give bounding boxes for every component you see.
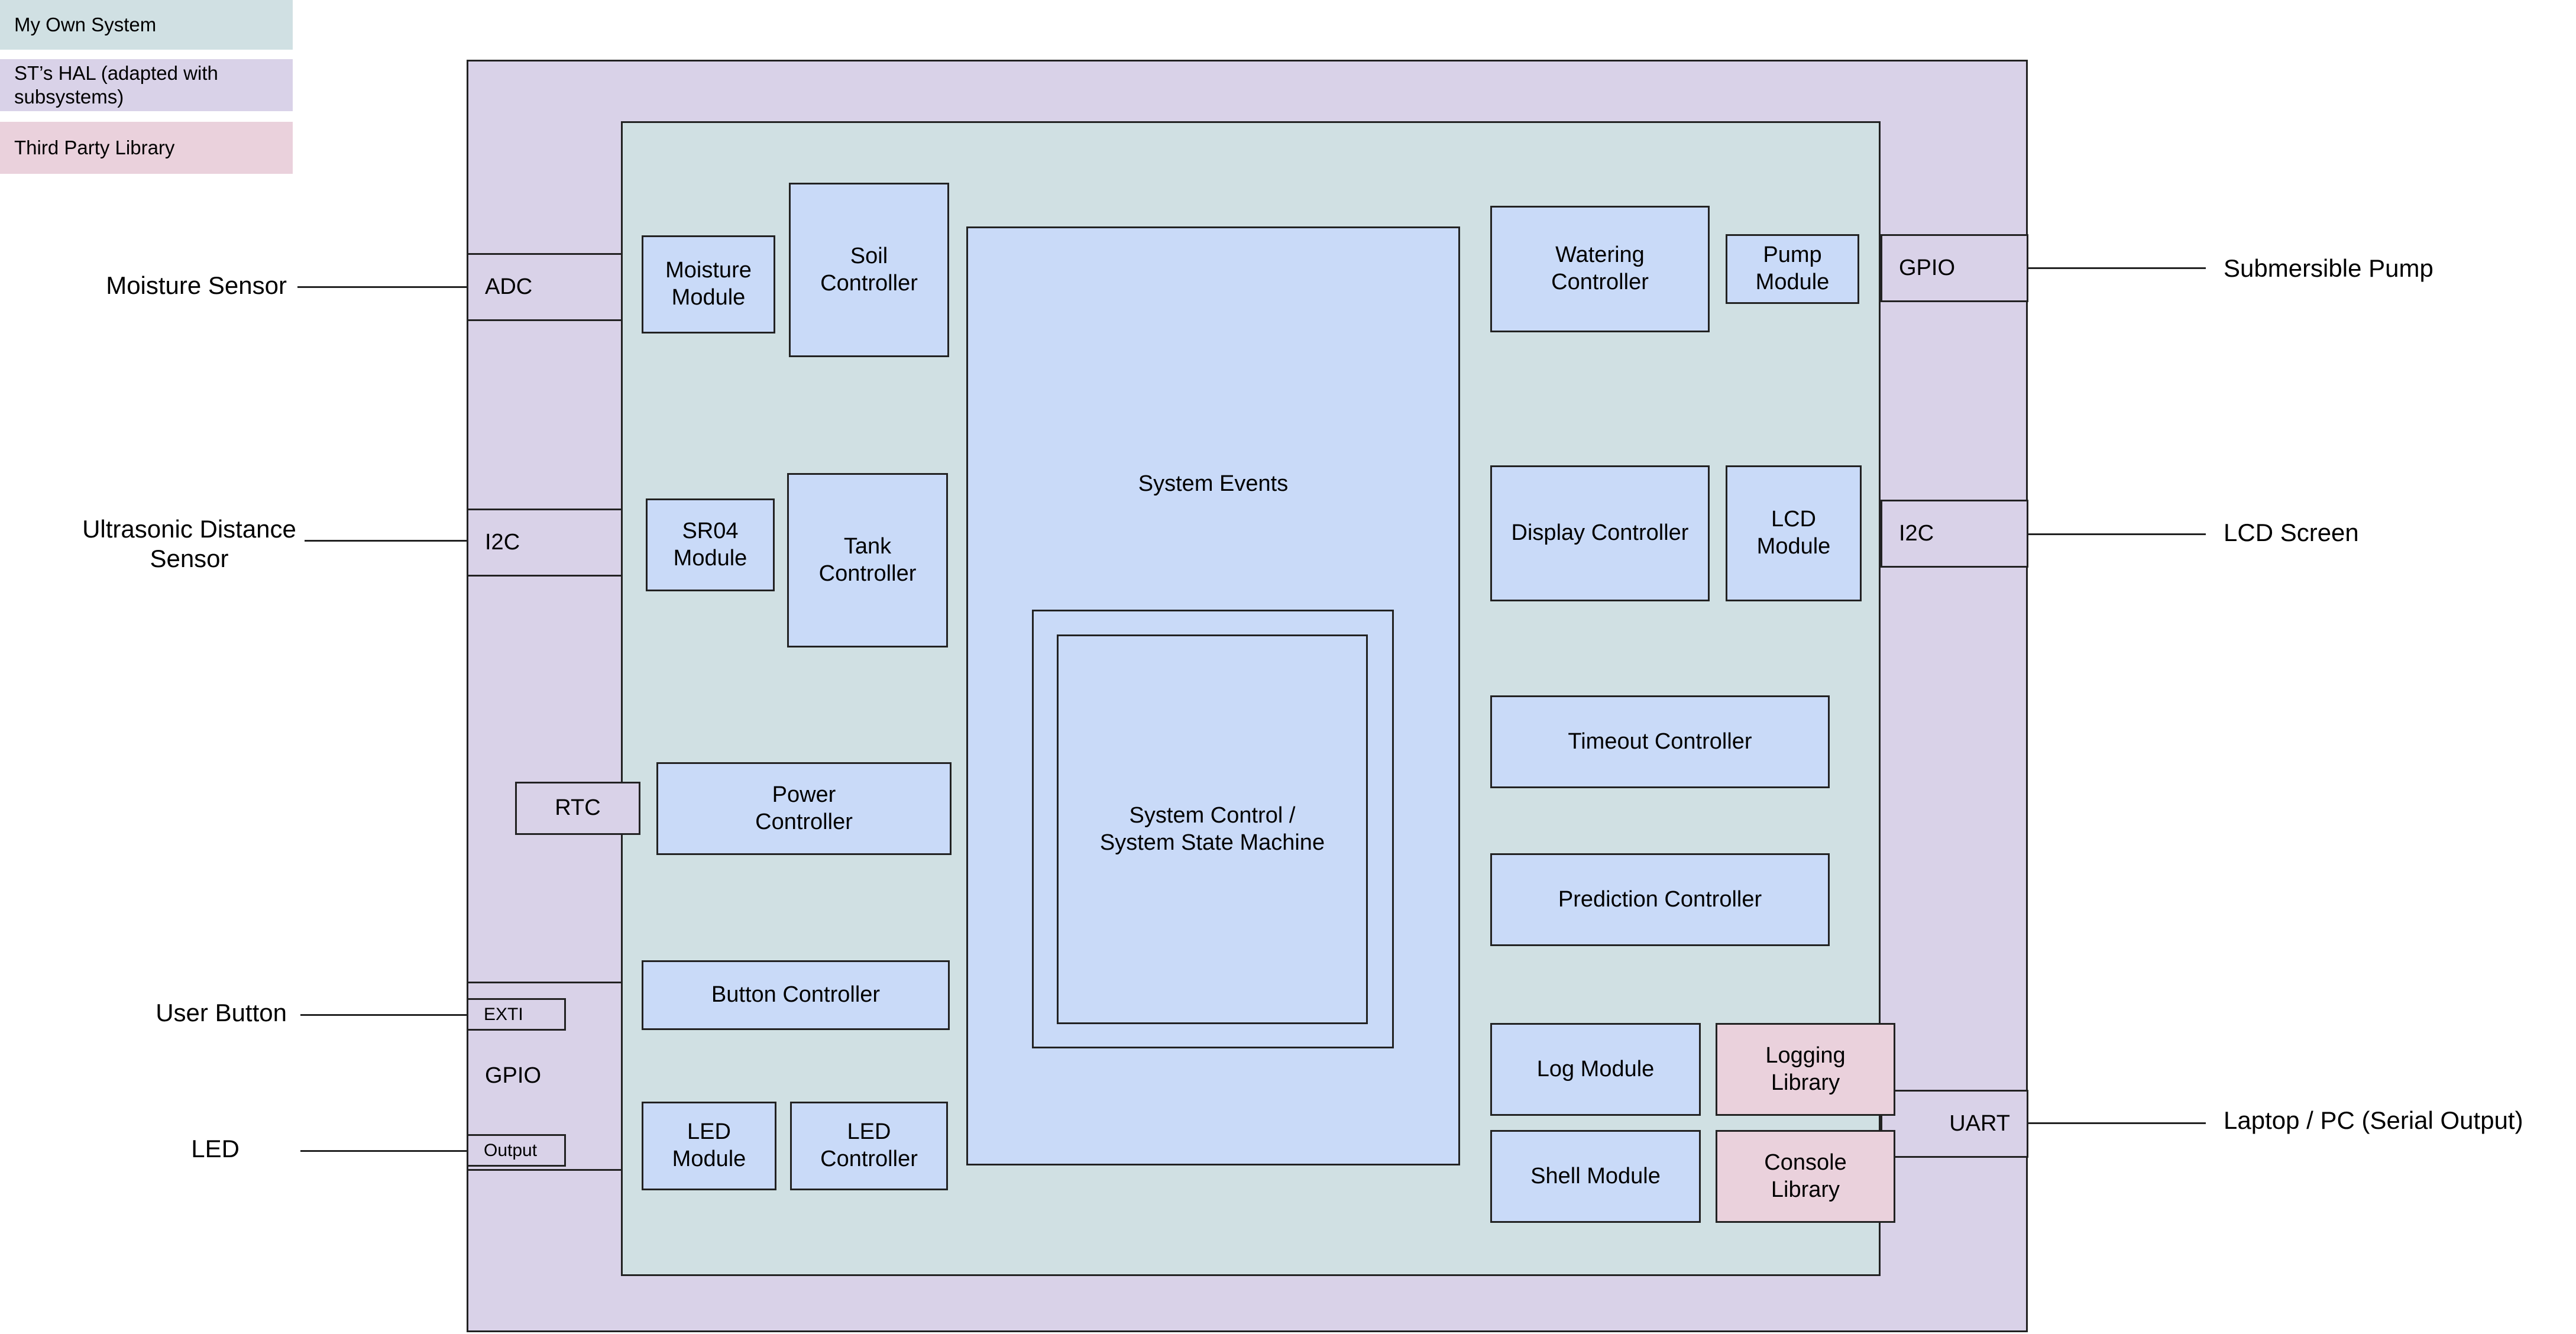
external-ultrasonic-sensor: Ultrasonic Distance Sensor: [82, 515, 296, 573]
gpio-right-block: GPIO: [1881, 234, 2028, 302]
i2c-right-block: I2C: [1881, 500, 2028, 568]
external-led: LED: [191, 1135, 240, 1163]
lcd-module: LCD Module: [1726, 465, 1862, 601]
system-control-state-machine: System Control / System State Machine: [1057, 634, 1368, 1024]
output-block: Output: [467, 1134, 566, 1167]
connector-lcd-screen: [2028, 533, 2206, 535]
led-controller: LED Controller: [790, 1102, 948, 1190]
system-events-label: System Events: [1138, 471, 1289, 496]
connector-ultrasonic-sensor: [305, 540, 467, 542]
adc-block: ADC: [467, 253, 623, 321]
button-controller: Button Controller: [642, 960, 950, 1030]
display-controller: Display Controller: [1490, 465, 1710, 601]
sr04-module: SR04 Module: [646, 498, 775, 591]
moisture-module: Moisture Module: [642, 235, 775, 334]
led-module: LED Module: [642, 1102, 776, 1190]
connector-submersible-pump: [2028, 267, 2206, 269]
external-lcd-screen: LCD Screen: [2224, 519, 2359, 546]
connector-led: [300, 1150, 467, 1152]
tank-controller: Tank Controller: [787, 473, 948, 647]
external-user-button: User Button: [156, 999, 287, 1027]
i2c-left-block: I2C: [467, 509, 623, 577]
external-laptop-pc: Laptop / PC (Serial Output): [2224, 1106, 2523, 1134]
watering-controller: Watering Controller: [1490, 206, 1710, 332]
shell-module: Shell Module: [1490, 1130, 1701, 1223]
connector-moisture-sensor: [297, 286, 467, 288]
legend-st-hal: ST’s HAL (adapted with subsystems): [0, 59, 293, 111]
legend-third-party: Third Party Library: [0, 122, 293, 174]
prediction-controller: Prediction Controller: [1490, 853, 1830, 946]
logging-library: Logging Library: [1716, 1023, 1895, 1116]
legend-own-system: My Own System: [0, 0, 293, 50]
external-submersible-pump: Submersible Pump: [2224, 254, 2433, 282]
connector-laptop-pc: [2028, 1122, 2206, 1124]
uart-block: UART: [1881, 1090, 2028, 1158]
connector-user-button: [300, 1014, 467, 1016]
log-module: Log Module: [1490, 1023, 1701, 1116]
console-library: Console Library: [1716, 1130, 1895, 1223]
external-moisture-sensor: Moisture Sensor: [106, 271, 287, 299]
rtc-block: RTC: [515, 782, 640, 835]
timeout-controller: Timeout Controller: [1490, 695, 1830, 788]
soil-controller: Soil Controller: [789, 183, 949, 357]
exti-block: EXTI: [467, 998, 566, 1031]
power-controller: Power Controller: [656, 762, 952, 855]
pump-module: Pump Module: [1726, 234, 1859, 304]
